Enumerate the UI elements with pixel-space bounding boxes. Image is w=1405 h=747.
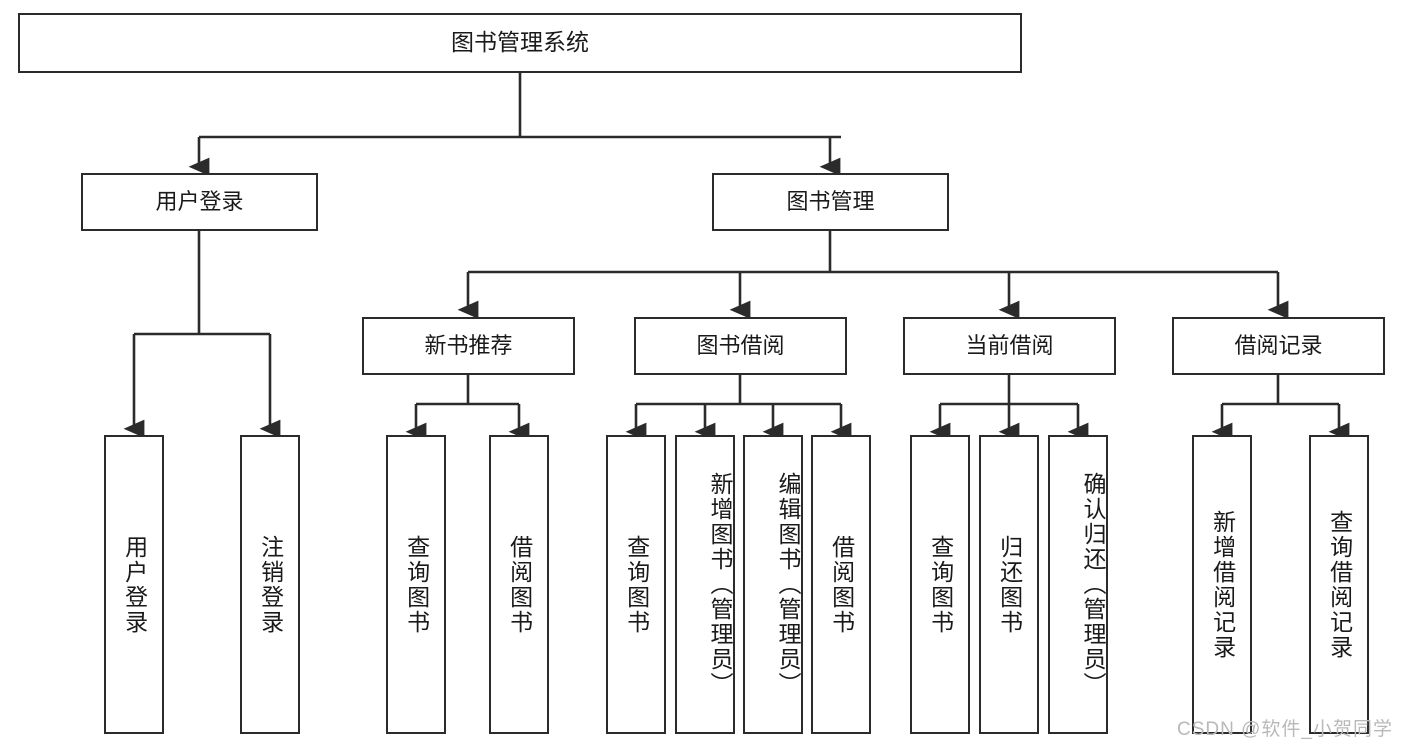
leaf-label: 查询图书	[403, 534, 430, 635]
watermark: CSDN @软件_小贺同学	[1177, 719, 1393, 740]
leaf-user-login-signout[interactable]: 注销登录	[240, 435, 300, 734]
leaf-current-borrow-return[interactable]: 归还图书	[979, 435, 1039, 734]
leaf-borrow-record-add[interactable]: 新增借阅记录	[1192, 435, 1252, 734]
leaf-new-book-borrow[interactable]: 借阅图书	[489, 435, 549, 734]
leaf-book-borrow-lend[interactable]: 借阅图书	[811, 435, 871, 734]
node-book-borrow[interactable]: 图书借阅	[634, 317, 847, 375]
leaf-new-book-query[interactable]: 查询图书	[386, 435, 446, 734]
leaf-label: 用户登录	[121, 534, 148, 635]
leaf-book-borrow-add[interactable]: 新增图书（管理员）	[675, 435, 735, 734]
leaf-label: 注销登录	[257, 534, 284, 635]
node-borrow-record[interactable]: 借阅记录	[1172, 317, 1385, 375]
node-book-manage[interactable]: 图书管理	[712, 173, 949, 231]
leaf-label: 新增图书（管理员）	[707, 472, 733, 697]
leaf-current-borrow-query[interactable]: 查询图书	[910, 435, 970, 734]
leaf-user-login-signin[interactable]: 用户登录	[104, 435, 164, 734]
leaf-label: 确认归还（管理员）	[1080, 472, 1106, 697]
node-new-book-recommend[interactable]: 新书推荐	[362, 317, 575, 375]
leaf-current-borrow-confirm[interactable]: 确认归还（管理员）	[1048, 435, 1108, 734]
leaf-book-borrow-edit[interactable]: 编辑图书（管理员）	[743, 435, 803, 734]
node-user-login[interactable]: 用户登录	[81, 173, 318, 231]
leaf-label: 新增借阅记录	[1209, 509, 1236, 660]
leaf-label: 归还图书	[996, 534, 1023, 635]
leaf-label: 借阅图书	[828, 534, 855, 635]
node-current-borrow[interactable]: 当前借阅	[903, 317, 1116, 375]
leaf-borrow-record-query[interactable]: 查询借阅记录	[1309, 435, 1369, 734]
leaf-label: 查询借阅记录	[1326, 509, 1353, 660]
leaf-label: 编辑图书（管理员）	[775, 472, 801, 697]
leaf-label: 查询图书	[623, 534, 650, 635]
leaf-label: 借阅图书	[506, 534, 533, 635]
node-root-system[interactable]: 图书管理系统	[18, 13, 1022, 73]
leaf-label: 查询图书	[927, 534, 954, 635]
leaf-book-borrow-query[interactable]: 查询图书	[606, 435, 666, 734]
